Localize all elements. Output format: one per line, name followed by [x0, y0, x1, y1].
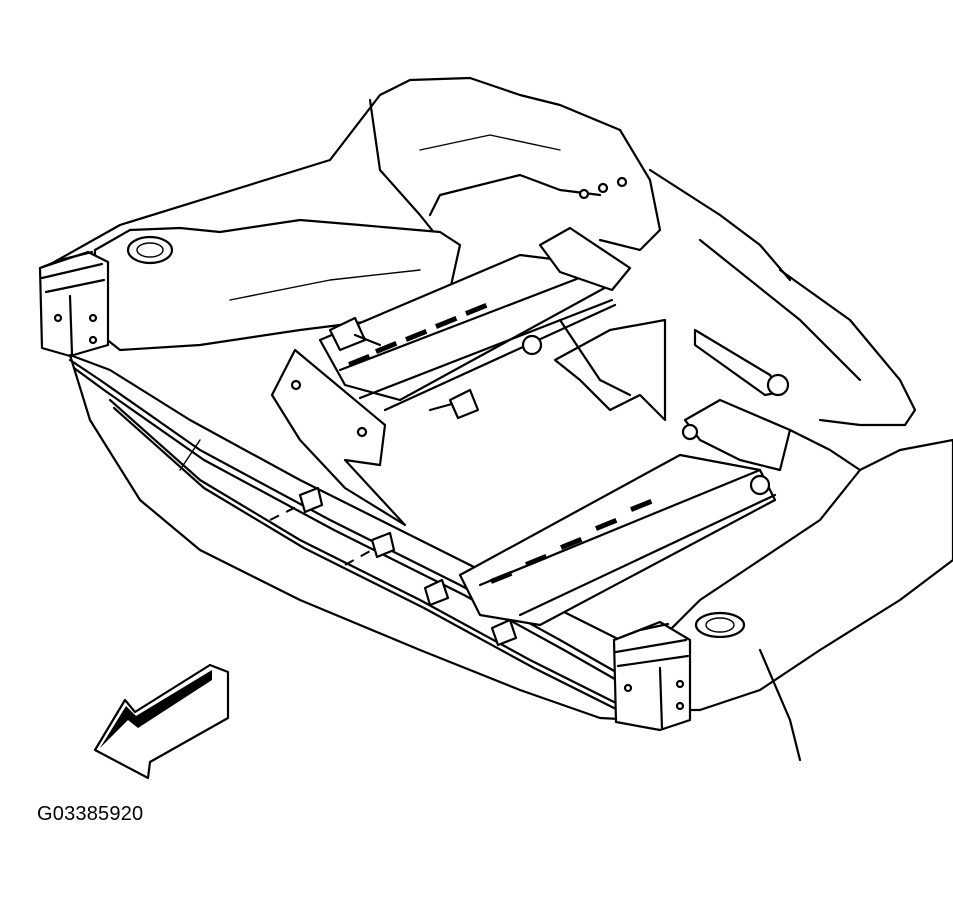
long-bolt-right — [693, 328, 790, 397]
nut-front-3 — [423, 578, 450, 607]
right-end-block — [612, 620, 692, 732]
bolts — [269, 316, 790, 647]
left-bracket-plate — [270, 348, 407, 527]
upper-body-outline — [38, 76, 917, 427]
left-frame-rail — [93, 218, 462, 352]
upper-right-bracket — [538, 226, 667, 422]
nut-front-1 — [269, 486, 324, 521]
bolt-center-left — [428, 388, 480, 420]
bolt-upper-left — [328, 316, 382, 352]
figure-code-label: G03385920 — [37, 803, 144, 825]
front-direction-arrow-icon — [93, 663, 230, 780]
lower-crossbar — [458, 453, 777, 627]
bolt-center — [521, 334, 543, 356]
right-frame-rail — [658, 428, 953, 762]
lower-right-bracket — [683, 398, 792, 472]
nut-front-2 — [344, 531, 396, 566]
nut-front-4 — [490, 618, 518, 647]
left-end-block — [38, 250, 110, 358]
bolt-lower-right — [681, 423, 771, 496]
